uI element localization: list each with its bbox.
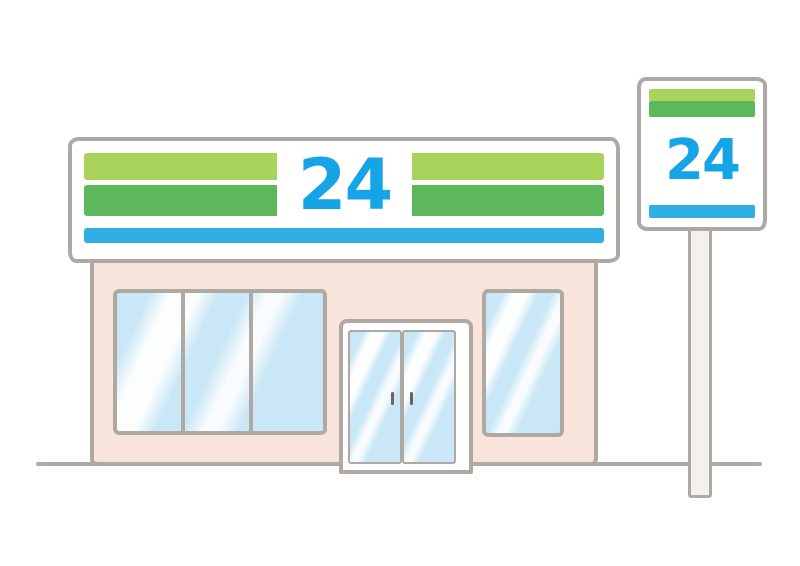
pole-sign-stripe-green: [649, 101, 755, 117]
storefront-sign: 24: [68, 137, 620, 263]
pole-sign-number: 24: [665, 128, 741, 193]
sign-center-panel: 24: [277, 147, 412, 223]
door-panel-left: [348, 330, 402, 464]
door-handle: [410, 392, 413, 405]
pole-sign-stripe-light-green: [649, 89, 755, 101]
left-window: [113, 289, 327, 435]
sign-pole: [688, 218, 712, 498]
window-mullion: [249, 293, 253, 431]
pole-sign: 24: [637, 77, 767, 231]
right-window: [482, 289, 564, 437]
window-mullion: [181, 293, 185, 431]
sign-stripe-blue: [84, 228, 604, 243]
storefront-sign-number: 24: [297, 144, 393, 226]
door-handle: [391, 392, 394, 405]
entrance-door: [339, 319, 473, 474]
pole-sign-stripe-blue: [649, 205, 755, 218]
door-panel-right: [402, 330, 456, 464]
